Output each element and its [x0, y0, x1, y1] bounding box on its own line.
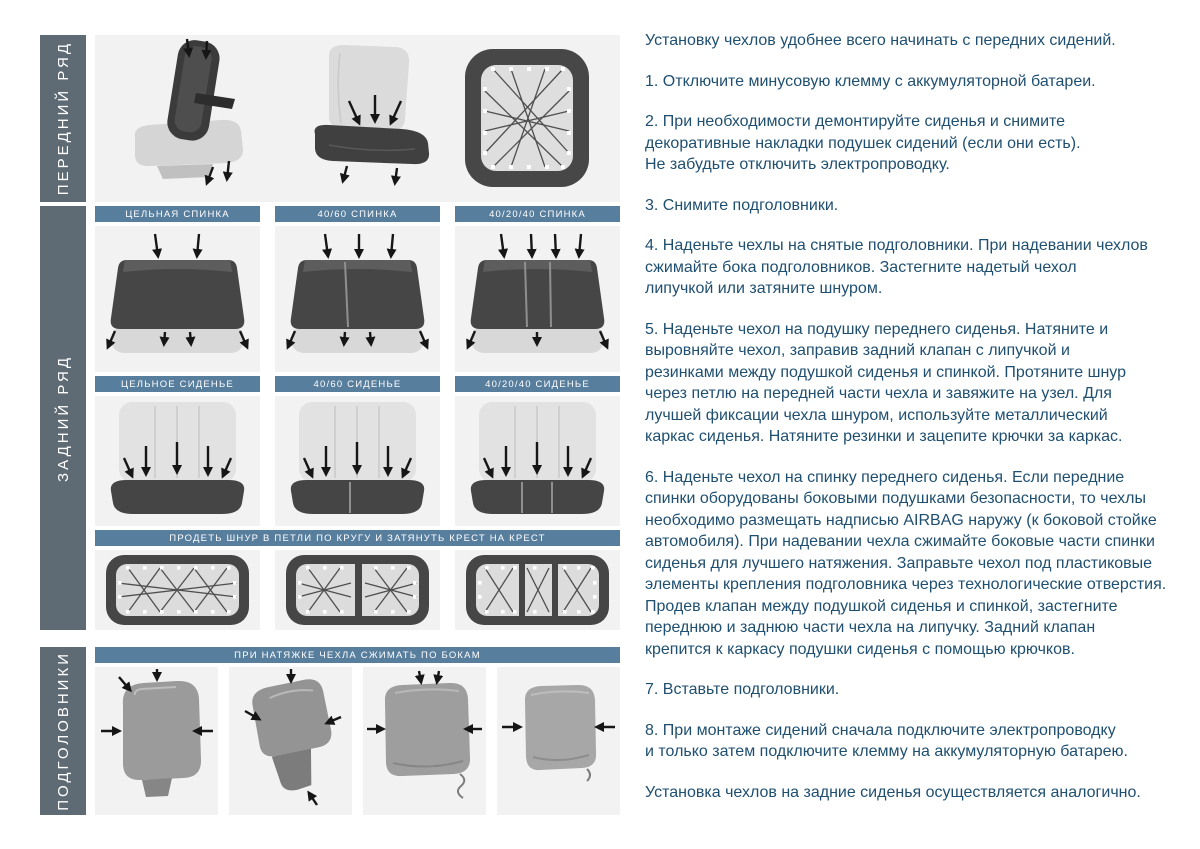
headrest-squeeze-illustration — [101, 669, 213, 797]
front-row-diagrams-panel — [95, 35, 620, 202]
diagram-rear-backrest-40-20-40 — [455, 226, 620, 372]
diagram-rear-cushion-40-20-40 — [455, 396, 620, 526]
instruction-step-3: 3. Снимите подголовники. — [645, 196, 839, 214]
rear-frame-40-20-40-illustration — [466, 555, 609, 625]
rear-cushion-40-20-40-illustration — [470, 402, 605, 514]
rear-row-label-text: ЗАДНИЙ РЯД — [54, 354, 72, 482]
headrests-label-text: ПОДГОЛОВНИКИ — [54, 651, 72, 811]
headrest-fitted-illustration — [502, 684, 615, 782]
diagram-headrest-cover-open — [229, 667, 352, 815]
diagram-rear-cushion-solid — [95, 396, 260, 526]
instructions-outro: Установка чехлов на задние сиденья осуще… — [645, 783, 1141, 801]
backrest-type-label-40-60: 40/60 СПИНКА — [275, 206, 440, 222]
lacing-note-bar: ПРОДЕТЬ ШНУР В ПЕТЛИ ПО КРУГУ И ЗАТЯНУТЬ… — [95, 530, 620, 546]
rear-backrest-40-20-40-illustration — [466, 233, 609, 353]
headrest-note-bar: ПРИ НАТЯЖКЕ ЧЕХЛА СЖИМАТЬ ПО БОКАМ — [95, 647, 620, 663]
instruction-step-1: 1. Отключите минусовую клемму с аккумуля… — [645, 72, 1096, 90]
instruction-step-7: 7. Вставьте подголовники. — [645, 681, 840, 698]
headrest-note-text: ПРИ НАТЯЖКЕ ЧЕХЛА СЖИМАТЬ ПО БОКАМ — [234, 649, 481, 661]
headrest-cover-open-illustration — [244, 669, 342, 806]
diagram-headrest-squeeze — [95, 667, 218, 815]
diagram-rear-backrest-40-60 — [275, 226, 440, 372]
rear-cushion-solid-illustration — [110, 402, 245, 514]
backrest-type-label-solid: ЦЕЛЬНАЯ СПИНКА — [95, 206, 260, 222]
diagram-rear-frame-40-60 — [275, 550, 440, 630]
cushion-type-text: 40/60 СИДЕНЬЕ — [313, 378, 402, 390]
cushion-type-label-solid: ЦЕЛЬНОЕ СИДЕНЬЕ — [95, 376, 260, 392]
diagram-rear-cushion-40-60 — [275, 396, 440, 526]
instructions-text: Установку чехлов удобнее всего начинать … — [645, 30, 1172, 822]
instruction-step-2: 2. При необходимости демонтируйте сидень… — [645, 113, 1081, 173]
rear-frame-40-60-illustration — [286, 555, 429, 625]
diagram-rear-frame-40-20-40 — [455, 550, 620, 630]
diagram-headrest-fitted — [497, 667, 620, 815]
instruction-step-5: 5. Наденьте чехол на подушку переднего с… — [645, 320, 1127, 446]
backrest-type-label-40-20-40: 40/20/40 СПИНКА — [455, 206, 620, 222]
instructions-intro: Установку чехлов удобнее всего начинать … — [645, 32, 1116, 49]
rear-frame-solid-illustration — [106, 555, 249, 625]
rear-backrest-40-60-illustration — [286, 233, 429, 353]
diagram-rear-frame-solid — [95, 550, 260, 630]
lacing-note-text: ПРОДЕТЬ ШНУР В ПЕТЛИ ПО КРУГУ И ЗАТЯНУТЬ… — [169, 532, 546, 544]
front-row-label-text: ПЕРЕДНИЙ РЯД — [54, 41, 72, 196]
rear-backrest-solid-illustration — [106, 233, 249, 353]
cushion-type-label-40-60: 40/60 СИДЕНЬЕ — [275, 376, 440, 392]
backrest-type-text: ЦЕЛЬНАЯ СПИНКА — [125, 208, 230, 220]
diagram-headrest-drawcord — [363, 667, 486, 815]
backrest-type-text: 40/60 СПИНКА — [317, 208, 398, 220]
section-label-front-row: ПЕРЕДНИЙ РЯД — [40, 35, 86, 202]
headrest-drawcord-illustration — [367, 670, 482, 799]
front-row-illustration — [134, 38, 589, 187]
cushion-type-text: ЦЕЛЬНОЕ СИДЕНЬЕ — [121, 378, 234, 390]
instruction-step-6: 6. Наденьте чехол на спинку переднего си… — [645, 468, 1167, 658]
section-label-headrests: ПОДГОЛОВНИКИ — [40, 647, 86, 815]
rear-cushion-40-60-illustration — [290, 402, 425, 514]
diagram-rear-backrest-solid — [95, 226, 260, 372]
cushion-type-label-40-20-40: 40/20/40 СИДЕНЬЕ — [455, 376, 620, 392]
instruction-step-8: 8. При монтаже сидений сначала подключит… — [645, 721, 1128, 761]
instruction-step-4: 4. Наденьте чехлы на снятые подголовники… — [645, 237, 1148, 297]
section-label-rear-row: ЗАДНИЙ РЯД — [40, 206, 86, 630]
cushion-type-text: 40/20/40 СИДЕНЬЕ — [485, 378, 590, 390]
backrest-type-text: 40/20/40 СПИНКА — [489, 208, 586, 220]
